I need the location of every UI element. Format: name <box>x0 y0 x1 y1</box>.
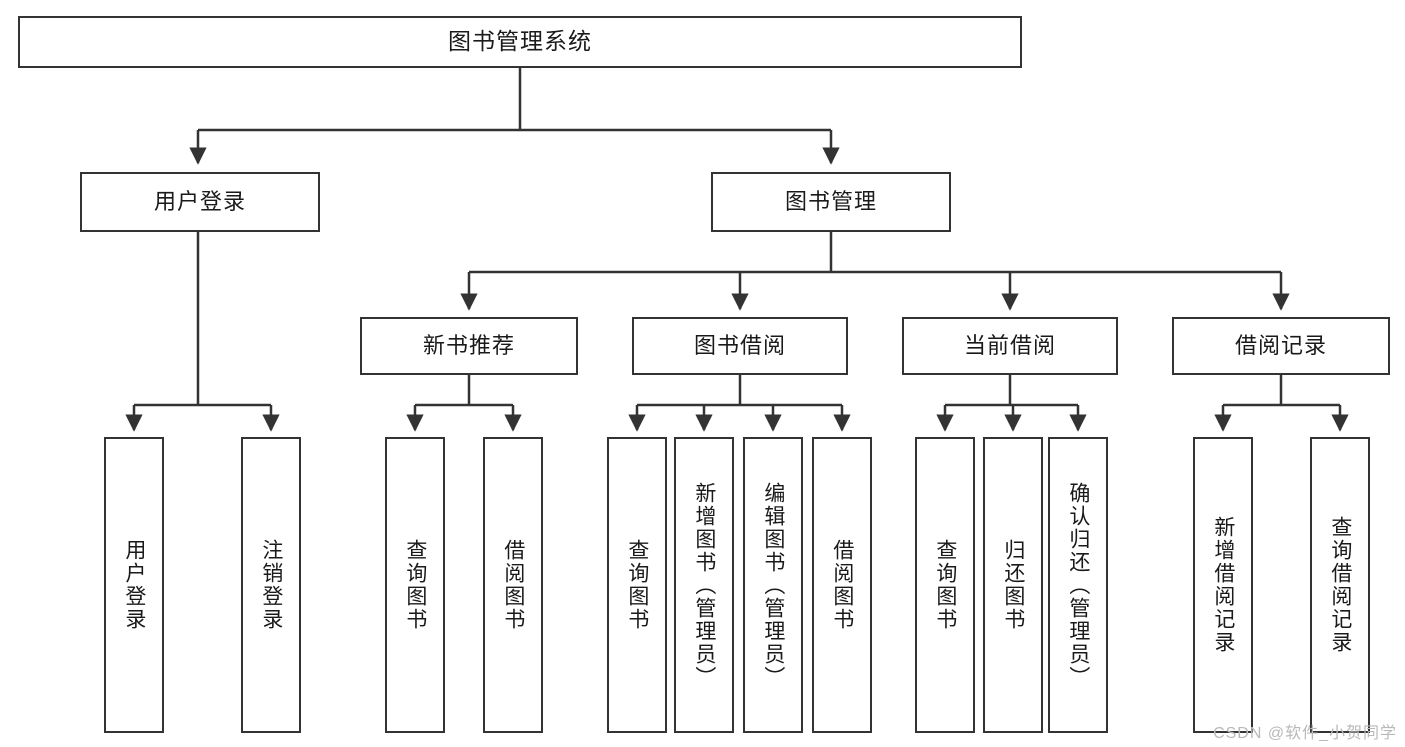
node-label: 新增图书（管理员） <box>692 481 716 689</box>
leaf-edit-book[interactable]: 编辑图书（管理员） <box>743 437 803 733</box>
node-label: 图书管理系统 <box>448 28 592 55</box>
node-book-manage[interactable]: 图书管理 <box>711 172 951 232</box>
node-borrow-record[interactable]: 借阅记录 <box>1172 317 1390 375</box>
node-label: 借阅记录 <box>1234 332 1327 358</box>
node-label: 查询图书 <box>625 539 649 631</box>
leaf-logout-login[interactable]: 注销登录 <box>241 437 301 733</box>
leaf-return-book[interactable]: 归还图书 <box>983 437 1043 733</box>
leaf-add-record[interactable]: 新增借阅记录 <box>1193 437 1253 733</box>
watermark: CSDN @软件_小贺同学 <box>1213 725 1397 742</box>
node-label: 图书借阅 <box>693 332 786 358</box>
node-label: 注销登录 <box>259 539 283 631</box>
node-label: 编辑图书（管理员） <box>761 481 785 689</box>
node-label: 查询图书 <box>403 539 427 631</box>
leaf-add-book[interactable]: 新增图书（管理员） <box>674 437 734 733</box>
node-label: 用户登录 <box>122 539 146 631</box>
node-book-borrow[interactable]: 图书借阅 <box>632 317 848 375</box>
node-root-system[interactable]: 图书管理系统 <box>18 16 1022 68</box>
leaf-user-login[interactable]: 用户登录 <box>104 437 164 733</box>
node-label: 新书推荐 <box>422 332 515 358</box>
node-label: 新增借阅记录 <box>1211 516 1235 654</box>
node-label: 查询借阅记录 <box>1328 516 1352 654</box>
leaf-query-record[interactable]: 查询借阅记录 <box>1310 437 1370 733</box>
node-label: 用户登录 <box>153 188 246 214</box>
node-label: 确认归还（管理员） <box>1066 481 1090 689</box>
leaf-query-book-3[interactable]: 查询图书 <box>915 437 975 733</box>
node-label: 查询图书 <box>933 539 957 631</box>
node-label: 当前借阅 <box>963 332 1056 358</box>
node-current-borrow[interactable]: 当前借阅 <box>902 317 1118 375</box>
node-label: 借阅图书 <box>501 539 525 631</box>
leaf-query-book-1[interactable]: 查询图书 <box>385 437 445 733</box>
leaf-borrow-book-2[interactable]: 借阅图书 <box>812 437 872 733</box>
node-label: 借阅图书 <box>830 539 854 631</box>
node-user-login[interactable]: 用户登录 <box>80 172 320 232</box>
node-new-book-rec[interactable]: 新书推荐 <box>360 317 578 375</box>
leaf-query-book-2[interactable]: 查询图书 <box>607 437 667 733</box>
leaf-confirm-return[interactable]: 确认归还（管理员） <box>1048 437 1108 733</box>
node-label: 图书管理 <box>784 188 877 214</box>
node-label: 归还图书 <box>1001 539 1025 631</box>
leaf-borrow-book-1[interactable]: 借阅图书 <box>483 437 543 733</box>
